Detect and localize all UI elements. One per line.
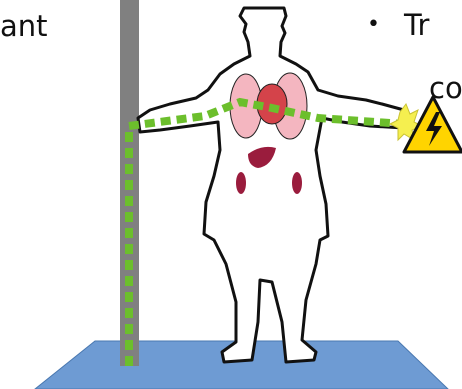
right-kidney xyxy=(292,172,302,194)
left-kidney xyxy=(236,172,246,194)
person-silhouette xyxy=(138,8,404,362)
